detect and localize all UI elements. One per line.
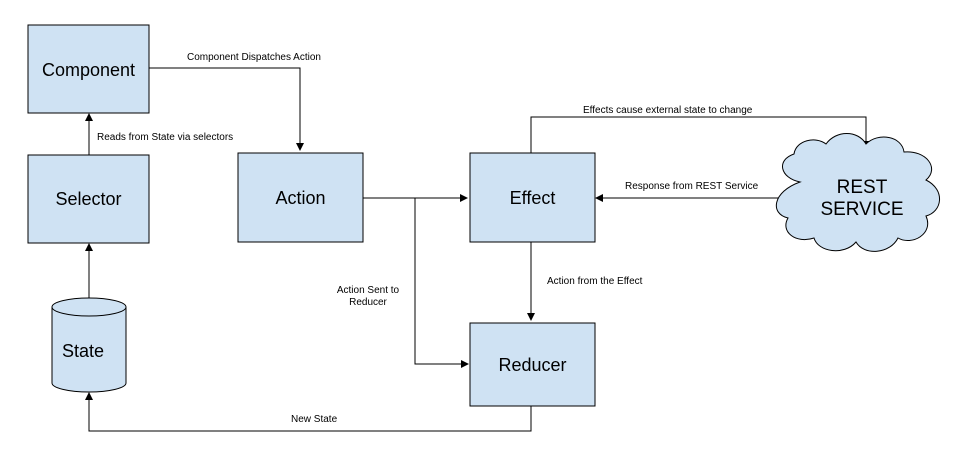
rest-service-label-line1: REST	[837, 177, 888, 198]
node-state: State	[51, 297, 127, 393]
label-component-dispatches-action: Component Dispatches Action	[187, 52, 321, 63]
label-reads-from-state: Reads from State via selectors	[97, 132, 233, 143]
node-effect-label: Effect	[510, 188, 556, 208]
label-new-state: New State	[291, 414, 338, 425]
cloud-shape	[775, 133, 940, 252]
edge-component-to-action	[148, 67, 304, 151]
node-selector: Selector	[27, 154, 150, 244]
label-action-sent-line2: Reducer	[349, 297, 387, 308]
label-action-from-effect: Action from the Effect	[547, 276, 643, 287]
node-action-label: Action	[275, 188, 325, 208]
label-action-sent-line1: Action Sent to	[337, 285, 400, 296]
node-selector-label: Selector	[55, 189, 121, 209]
node-effect: Effect	[469, 152, 596, 243]
edge-action-to-reducer	[414, 198, 469, 368]
node-reducer: Reducer	[469, 322, 596, 407]
rest-service-label-line2: SERVICE	[820, 199, 903, 220]
edge-effect-to-rest	[530, 116, 870, 153]
node-component-label: Component	[42, 60, 135, 80]
node-action: Action	[237, 152, 364, 243]
label-response-from-rest: Response from REST Service	[625, 181, 759, 192]
node-rest-service: REST SERVICE	[775, 133, 940, 252]
state-cylinder-body	[51, 307, 127, 393]
label-effects-cause-change: Effects cause external state to change	[583, 105, 753, 116]
node-component: Component	[27, 24, 150, 114]
node-reducer-label: Reducer	[498, 355, 566, 375]
node-state-label: State	[62, 341, 104, 361]
edge-reducer-to-state	[85, 392, 532, 432]
state-cylinder-top	[51, 297, 127, 317]
